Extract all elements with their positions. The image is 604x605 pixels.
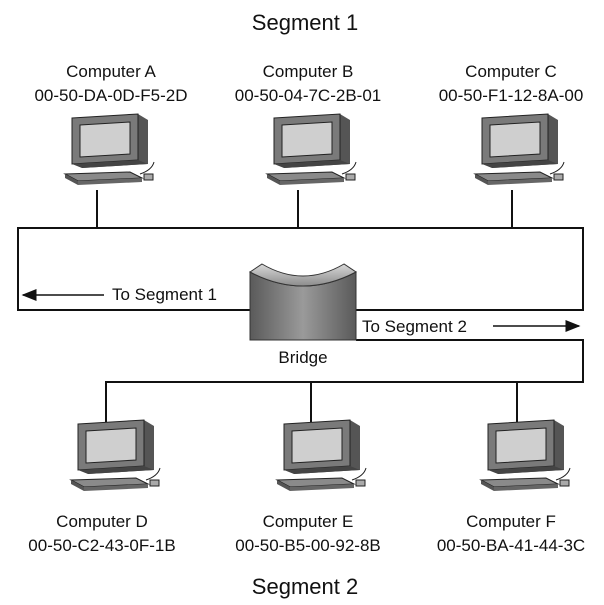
- computer-b-mac: 00-50-04-7C-2B-01: [234, 86, 382, 105]
- computer-f-mac: 00-50-BA-41-44-3C: [436, 536, 586, 555]
- computer-c-mac: 00-50-F1-12-8A-00: [438, 86, 584, 105]
- computer-d-mac: 00-50-C2-43-0F-1B: [28, 536, 176, 555]
- computer-c-name: Computer C: [465, 62, 557, 81]
- bridge-label: Bridge: [278, 348, 328, 367]
- computer-e-name: Computer E: [262, 512, 354, 531]
- segment1-title: Segment 1: [251, 10, 359, 35]
- computer-b-icon: [265, 113, 357, 185]
- computer-c-icon: [473, 113, 565, 185]
- computer-e-icon: [275, 419, 367, 491]
- to-segment2-label: To Segment 2: [362, 317, 467, 336]
- computer-d-name: Computer D: [56, 512, 148, 531]
- computer-b-name: Computer B: [262, 62, 354, 81]
- computer-a-name: Computer A: [66, 62, 156, 81]
- computer-e-mac: 00-50-B5-00-92-8B: [235, 536, 381, 555]
- computer-d-icon: [69, 419, 161, 491]
- computer-f-icon: [479, 419, 571, 491]
- computer-a-mac: 00-50-DA-0D-F5-2D: [34, 86, 188, 105]
- to-segment1-label: To Segment 1: [112, 285, 217, 304]
- bridge-device: [249, 263, 357, 341]
- segment1-bus: [17, 227, 584, 311]
- segment2-title: Segment 2: [251, 574, 359, 599]
- computer-f-name: Computer F: [466, 512, 556, 531]
- computer-a-icon: [63, 113, 155, 185]
- segment2-bus: [105, 339, 584, 422]
